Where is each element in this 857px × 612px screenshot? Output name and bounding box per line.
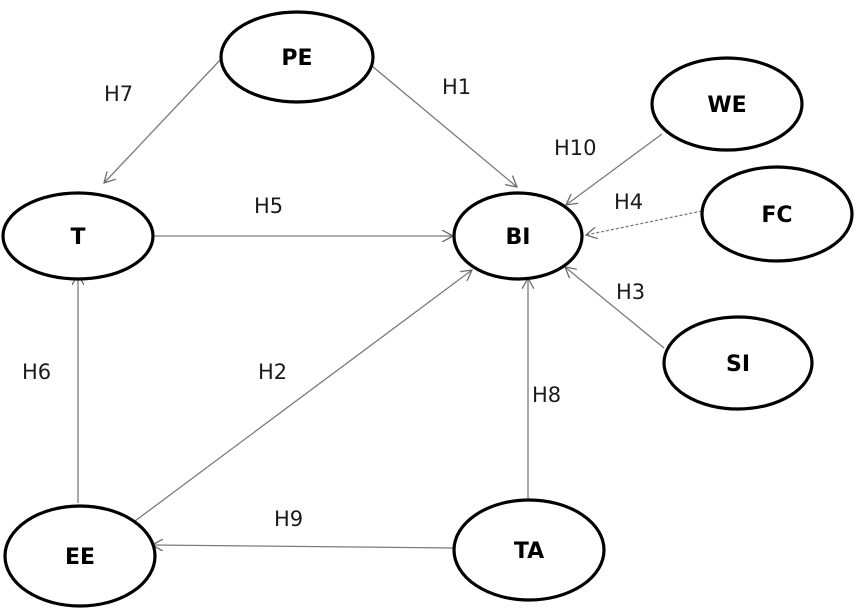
node-we-label: WE [707, 93, 746, 118]
node-ta-label: TA [514, 539, 544, 564]
edge-h2-ee-bi [134, 270, 472, 522]
node-t: T [1, 191, 155, 281]
node-ta: TA [452, 498, 606, 602]
node-bi: BI [452, 191, 584, 281]
label-h5: H5 [254, 194, 283, 218]
label-h2: H2 [258, 360, 287, 384]
node-pe: PE [219, 10, 375, 104]
edge-h4-fc-bi [586, 210, 703, 235]
node-fc-label: FC [761, 203, 792, 228]
label-h4: H4 [614, 190, 643, 214]
edge-h3-si-bi [565, 267, 665, 349]
label-h3: H3 [616, 280, 645, 304]
label-h1: H1 [442, 75, 471, 99]
edge-h9-ta-ee [152, 545, 456, 548]
node-pe-label: PE [281, 46, 312, 71]
edge-h10-we-bi [566, 133, 663, 205]
edge-h7-pe-t [104, 57, 223, 183]
node-fc: FC [700, 165, 854, 263]
label-h6: H6 [22, 360, 51, 384]
node-ee: EE [3, 504, 157, 608]
node-bi-label: BI [506, 225, 531, 250]
label-h8: H8 [532, 383, 561, 407]
label-h7: H7 [104, 82, 133, 106]
node-si-label: SI [726, 352, 750, 377]
node-we: WE [650, 56, 804, 152]
node-ee-label: EE [65, 545, 95, 570]
label-h10: H10 [554, 136, 597, 160]
node-t-label: T [70, 225, 85, 250]
node-si: SI [662, 315, 814, 411]
edge-h1-pe-bi [371, 65, 517, 187]
label-h9: H9 [274, 507, 303, 531]
